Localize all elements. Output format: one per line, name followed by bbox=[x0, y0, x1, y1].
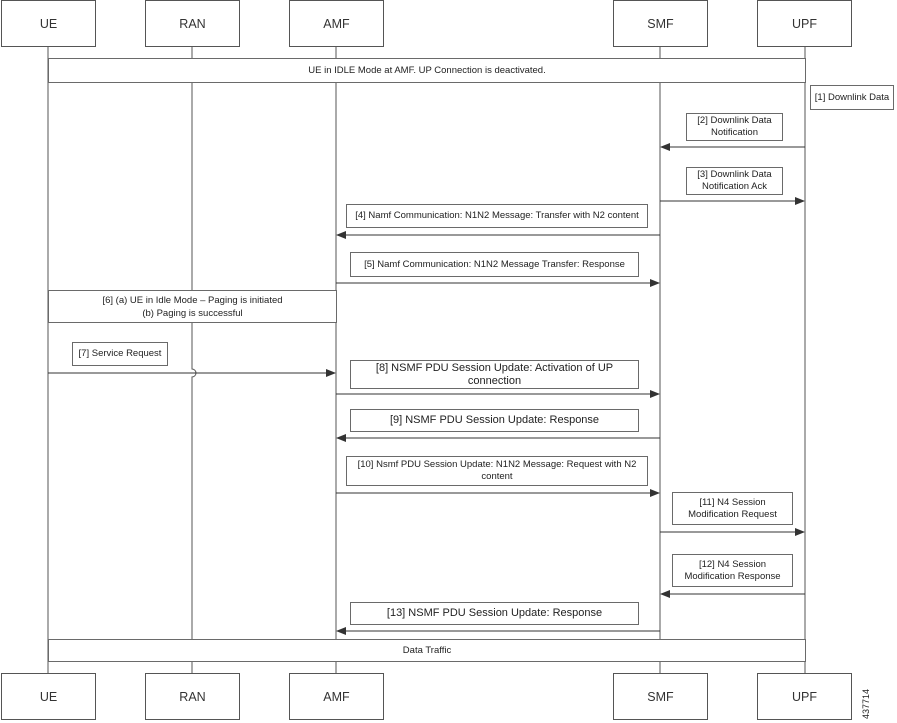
figure-number: 437714 bbox=[861, 688, 871, 720]
participant-amf-bottom: AMF bbox=[289, 673, 384, 720]
note-downlink-data: [1] Downlink Data bbox=[810, 85, 894, 110]
participant-ran-bottom: RAN bbox=[145, 673, 240, 720]
note-paging: [6] (a) UE in Idle Mode – Paging is init… bbox=[48, 290, 337, 323]
participant-smf-top: SMF bbox=[613, 0, 708, 47]
note-data-traffic-text: Data Traffic bbox=[402, 645, 452, 656]
note-data-traffic: Data Traffic bbox=[48, 639, 806, 662]
message-label-m5: [5] Namf Communication: N1N2 Message Tra… bbox=[350, 252, 639, 277]
participant-ue-bottom: UE bbox=[1, 673, 96, 720]
participant-upf-bottom: UPF bbox=[757, 673, 852, 720]
note-idle-mode-text: UE in IDLE Mode at AMF. UP Connection is… bbox=[308, 65, 546, 76]
note-paging-line-b: (b) Paging is successful bbox=[142, 307, 243, 319]
participant-upf-top: UPF bbox=[757, 0, 852, 47]
message-label-m9: [9] NSMF PDU Session Update: Response bbox=[350, 409, 639, 432]
message-label-m7: [7] Service Request bbox=[72, 342, 168, 366]
message-label-m2: [2] Downlink Data Notification bbox=[686, 113, 783, 141]
participant-ran-top: RAN bbox=[145, 0, 240, 47]
message-label-m10: [10] Nsmf PDU Session Update: N1N2 Messa… bbox=[346, 456, 648, 486]
message-label-m4: [4] Namf Communication: N1N2 Message: Tr… bbox=[346, 204, 648, 228]
message-label-m3: [3] Downlink Data Notification Ack bbox=[686, 167, 783, 195]
message-label-m13: [13] NSMF PDU Session Update: Response bbox=[350, 602, 639, 625]
participant-ue-top: UE bbox=[1, 0, 96, 47]
message-label-m8: [8] NSMF PDU Session Update: Activation … bbox=[350, 360, 639, 389]
participant-smf-bottom: SMF bbox=[613, 673, 708, 720]
lifeline-ran-jump bbox=[191, 367, 197, 673]
note-idle-mode: UE in IDLE Mode at AMF. UP Connection is… bbox=[48, 58, 806, 83]
message-label-m12: [12] N4 Session Modification Response bbox=[672, 554, 793, 587]
participant-amf-top: AMF bbox=[289, 0, 384, 47]
message-label-m11: [11] N4 Session Modification Request bbox=[672, 492, 793, 525]
note-paging-line-a: [6] (a) UE in Idle Mode – Paging is init… bbox=[102, 294, 283, 306]
